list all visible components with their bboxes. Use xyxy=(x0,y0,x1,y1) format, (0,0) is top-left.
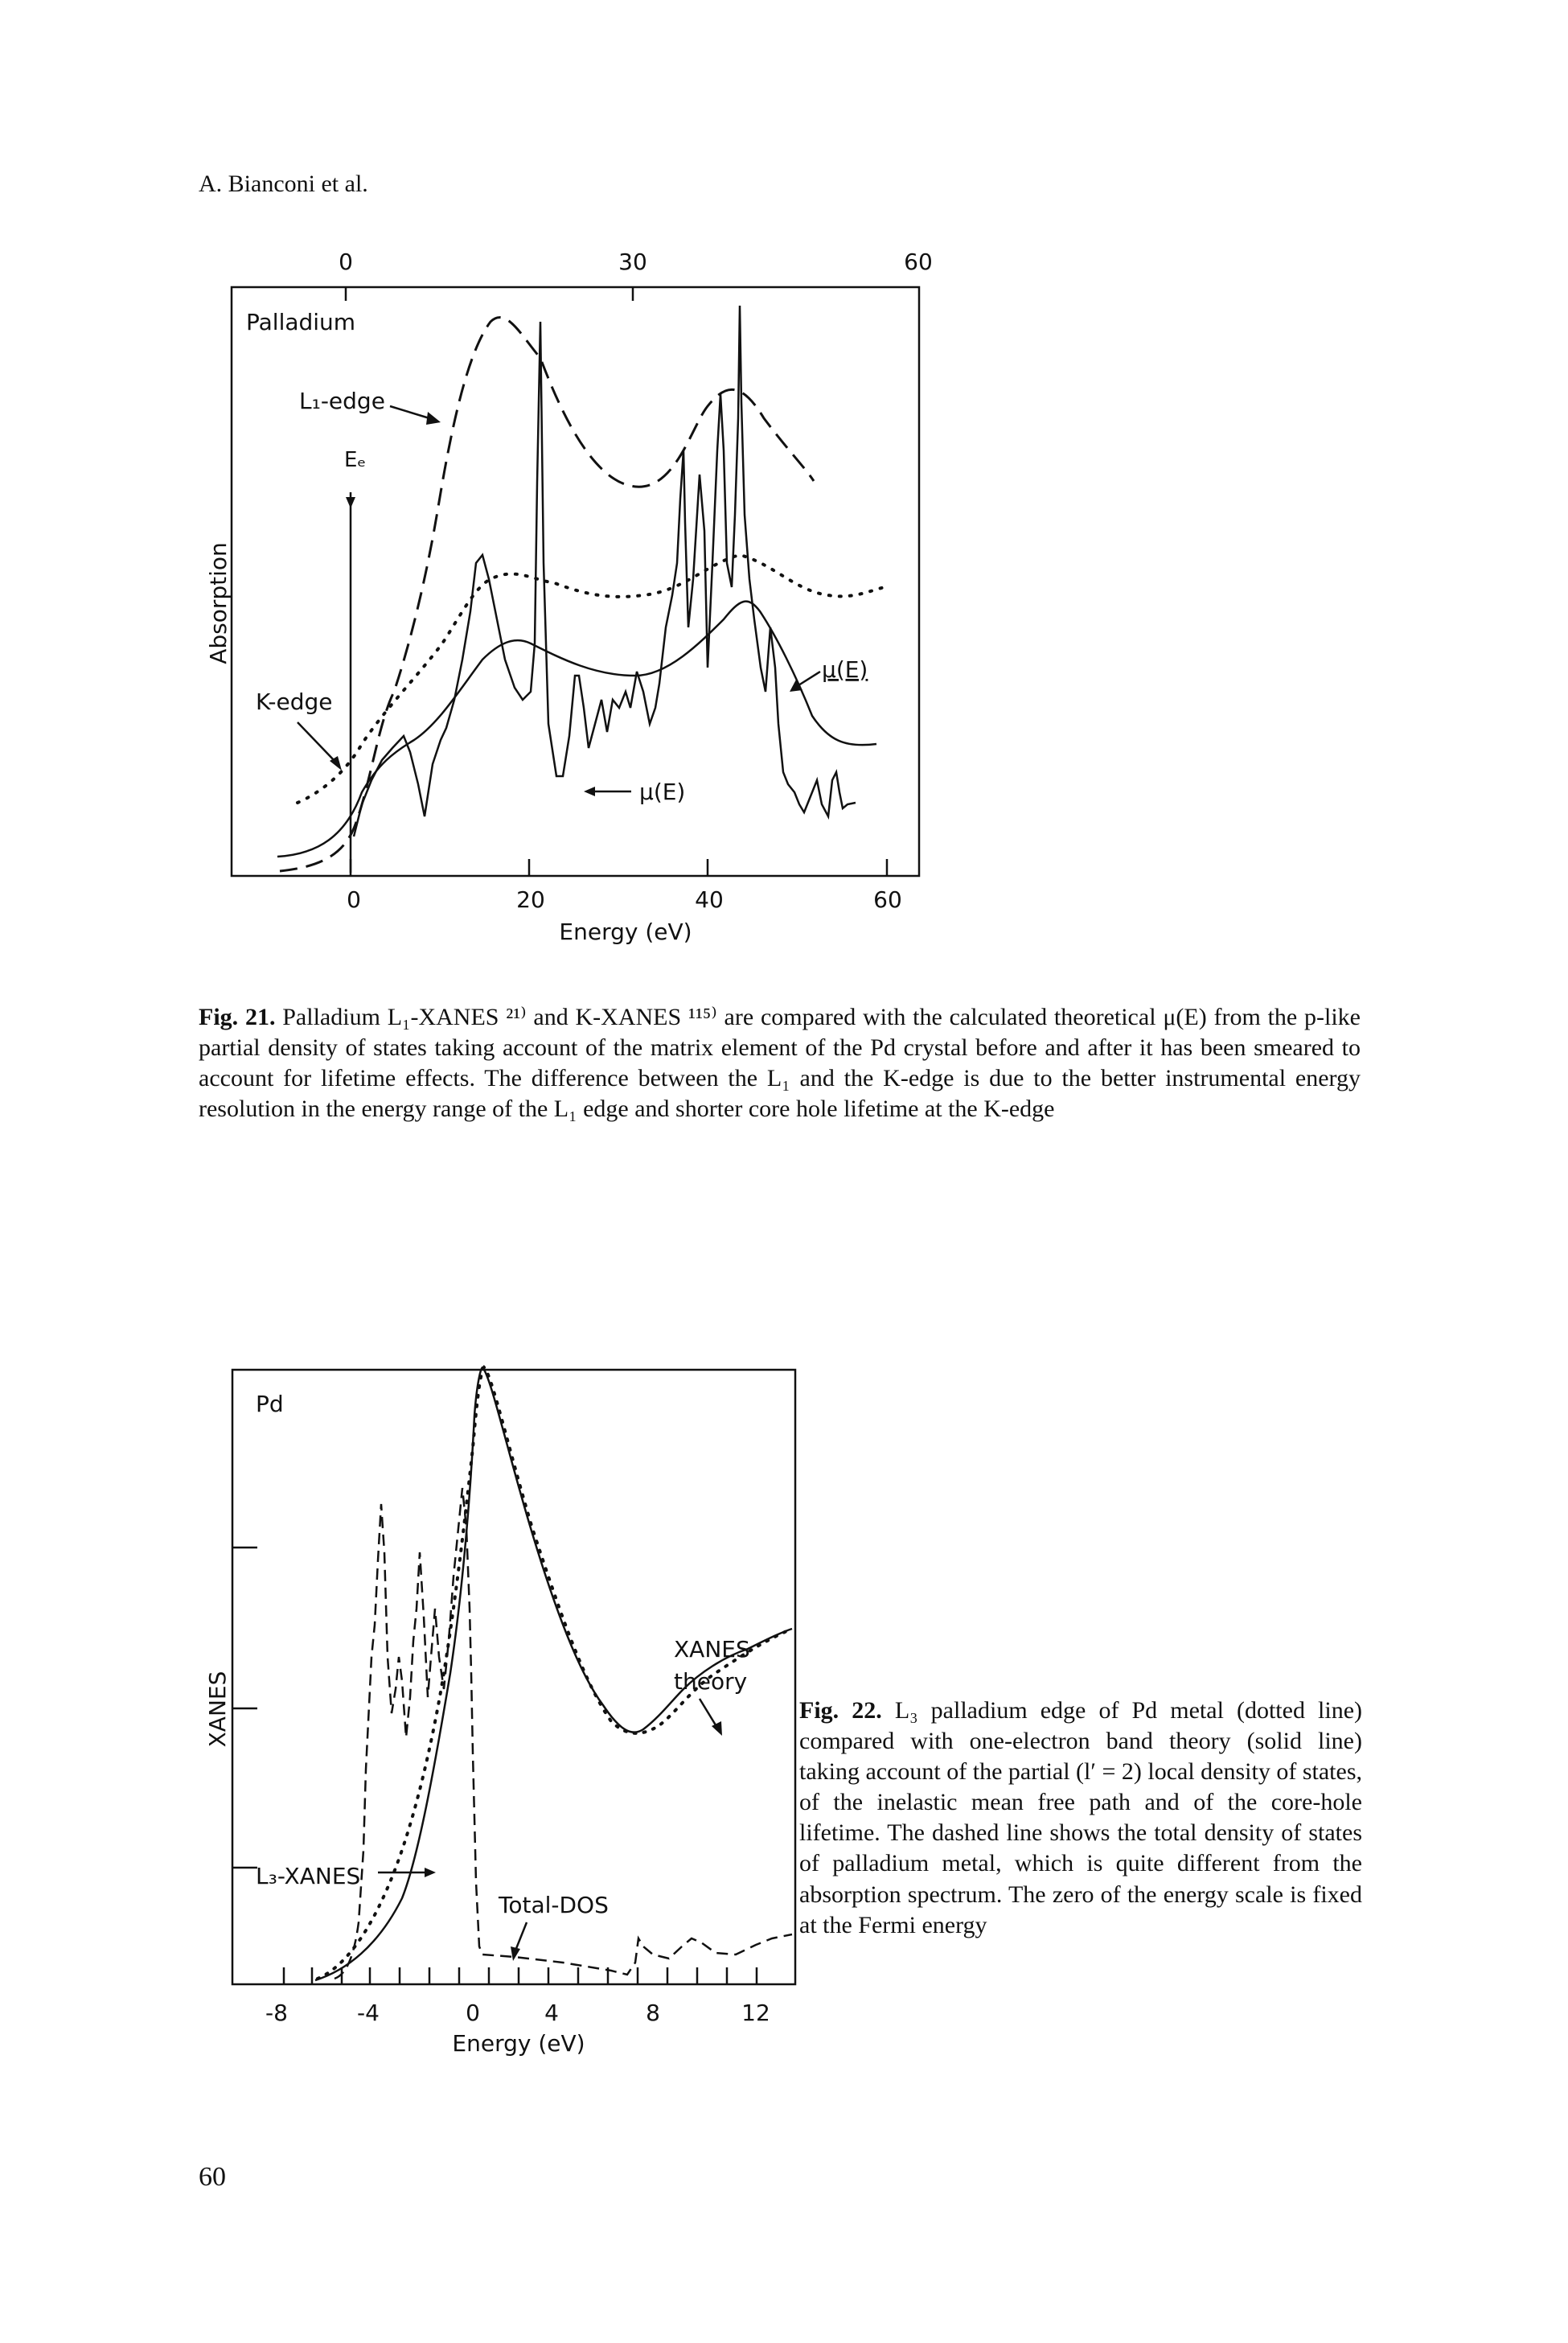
fig21-k-edge-dotted-curve xyxy=(296,553,886,804)
fig21-y-axis-label: Absorption xyxy=(205,542,232,664)
fig21-top-tick-60: 60 xyxy=(904,249,933,275)
fig21-panel-label: Palladium xyxy=(246,309,355,335)
fig21-k-edge-label: K-edge xyxy=(256,689,333,715)
fig21-ef-label: Eₑ xyxy=(344,448,366,472)
fig22-xanes-theory-arrow xyxy=(698,1698,719,1728)
fig22-xanes-theory-label-line1: XANES xyxy=(674,1636,750,1663)
page-number: 60 xyxy=(199,2162,226,2192)
figure-21-caption: Fig. 21. Palladium L₁-XANES ²¹⁾ and K-XA… xyxy=(199,1002,1361,1124)
fig22-total-dos-label: Total-DOS xyxy=(498,1892,609,1918)
fig21-mu-smooth-curve xyxy=(277,600,877,858)
fig21-mu-upper-arrow xyxy=(798,670,821,687)
fig22-l3-xanes-arrowhead xyxy=(425,1868,436,1877)
fig21-frame xyxy=(230,286,921,878)
fig22-xanes-theory-arrowhead xyxy=(712,1721,722,1736)
figure-21: 0 30 60 0 20 40 60 Energy (eV) Absorptio… xyxy=(205,249,933,945)
fig22-caption-label: Fig. 22. xyxy=(799,1697,882,1724)
fig21-bottom-tick-0: 0 xyxy=(347,886,361,913)
fig22-y-axis-label: XANES xyxy=(204,1671,231,1748)
fig22-x-tick-8: 8 xyxy=(646,2000,660,2026)
fig21-mu-lower-arrowhead xyxy=(584,787,595,796)
fig22-frame xyxy=(231,1368,797,1986)
fig22-y-axis xyxy=(232,1546,257,1869)
fig21-mu-lower-label: μ(E) xyxy=(639,779,685,805)
fig21-l1-edge-arrow xyxy=(389,405,430,420)
fig22-l3-dotted-curve xyxy=(316,1364,794,1980)
fig21-caption-text: Palladium L₁-XANES ²¹⁾ and K-XANES ¹¹⁵⁾ … xyxy=(199,1004,1361,1123)
fig21-mu-upper-label: μ(E) xyxy=(822,656,868,683)
fig22-total-dos-arrow xyxy=(514,1922,528,1951)
fig22-l3-xanes-label: L₃-XANES xyxy=(256,1863,360,1889)
fig21-bottom-tick-60: 60 xyxy=(873,886,902,913)
fig21-k-edge-arrowhead xyxy=(330,756,342,771)
fig21-bottom-tick-20: 20 xyxy=(516,886,545,913)
fig22-x-axis xyxy=(282,1967,758,1984)
fig21-bottom-tick-40: 40 xyxy=(695,886,724,913)
fig21-l1-edge-label: L₁-edge xyxy=(299,388,385,414)
fig21-x-axis-label: Energy (eV) xyxy=(559,919,692,945)
fig22-x-tick-m8: -8 xyxy=(265,2000,288,2026)
fig21-k-edge-arrow xyxy=(297,721,337,763)
fig21-top-tick-0: 0 xyxy=(339,249,353,275)
fig22-x-tick-4: 4 xyxy=(544,2000,559,2026)
fig22-total-dos-dashed-curve xyxy=(334,1487,793,1980)
fig22-panel-label: Pd xyxy=(256,1391,284,1417)
fig21-l1-edge-arrowhead xyxy=(426,412,441,425)
fig21-caption-label: Fig. 21. xyxy=(199,1004,276,1030)
fig22-total-dos-arrowhead xyxy=(511,1946,520,1961)
fig21-l1-dashed-curve xyxy=(279,316,815,873)
fig22-x-tick-m4: -4 xyxy=(357,2000,380,2026)
figure-22-caption: Fig. 22. L₃ palladium edge of Pd metal (… xyxy=(799,1696,1362,1941)
fig21-ef-arrowhead xyxy=(346,497,355,508)
fig22-x-tick-12: 12 xyxy=(741,2000,770,2026)
fig21-top-axis xyxy=(344,287,634,301)
fig21-mu-upper-arrowhead xyxy=(790,680,802,692)
running-head: A. Bianconi et al. xyxy=(199,171,368,197)
fig22-caption-text: L₃ palladium edge of Pd metal (dotted li… xyxy=(799,1697,1362,1938)
fig21-top-tick-30: 30 xyxy=(618,249,647,275)
fig22-xanes-theory-label-line2: theory xyxy=(674,1668,747,1695)
fig22-x-axis-label: Energy (eV) xyxy=(452,2030,585,2057)
fig21-mu-fine-curve xyxy=(352,305,856,837)
fig22-x-tick-0: 0 xyxy=(466,2000,480,2026)
fig22-theory-solid-curve xyxy=(314,1366,793,1982)
